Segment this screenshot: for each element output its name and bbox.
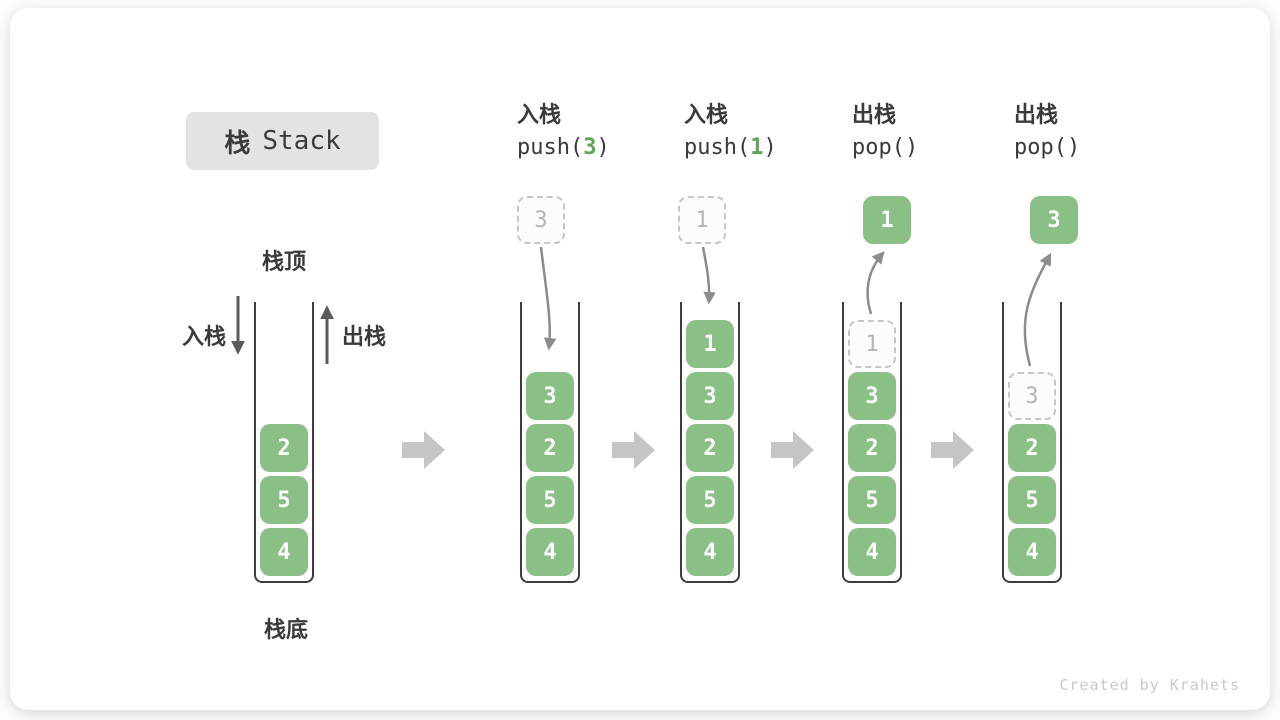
header-pop-3: 出栈 pop() [1014,104,1080,159]
stack-cell-ghost: 1 [848,320,896,368]
stack-cell: 5 [260,476,308,524]
stack-container-4 [842,302,902,583]
code-post: ) [904,135,919,160]
stack-cell: 5 [686,476,734,524]
op-label: 出栈 [852,102,897,127]
watermark: Created by Krahets [1059,676,1240,694]
diagram-title: 栈 Stack [186,112,379,170]
stack-cell: 4 [260,528,308,576]
stack-cell: 4 [526,528,574,576]
floating-popped-value: 3 [1030,196,1078,244]
stack-cell: 5 [1008,476,1056,524]
header-push-1: 入栈 push(1) [684,104,777,159]
code-pre: push( [517,135,584,160]
floating-push-value: 1 [678,196,726,244]
label-stack-bottom: 栈底 [263,617,308,642]
label-stack-top: 栈顶 [261,249,306,274]
floating-push-value: 3 [517,196,565,244]
code-pre: pop( [1014,135,1067,160]
stack-cell: 2 [1008,424,1056,472]
label-push-side: 入栈 [181,324,226,349]
stack-cell-ghost: 3 [1008,372,1056,420]
title-zh: 栈 [224,128,251,159]
header-pop-1: 出栈 pop() [852,104,918,159]
stack-cell: 4 [1008,528,1056,576]
stack-cell: 5 [526,476,574,524]
stack-cell: 3 [526,372,574,420]
stack-container-3 [680,302,740,583]
op-code: push(1) [684,137,777,159]
code-post: ) [763,135,777,160]
code-pre: push( [684,135,751,160]
stack-cell: 4 [848,528,896,576]
op-label: 出栈 [1014,102,1059,127]
label-pop-side: 出栈 [342,324,387,349]
stack-cell: 3 [848,372,896,420]
stack-cell: 2 [526,424,574,472]
floating-popped-value: 1 [863,196,911,244]
stack-cell: 2 [686,424,734,472]
stack-container-1 [254,302,314,583]
code-post: ) [1066,135,1081,160]
stack-cell: 5 [848,476,896,524]
code-arg: 3 [583,135,597,160]
stack-container-5 [1002,302,1062,583]
stack-cell: 1 [686,320,734,368]
op-code: push(3) [517,137,610,159]
op-label: 入栈 [684,102,729,127]
code-pre: pop( [852,135,905,160]
title-en: Stack [262,126,341,156]
stack-container-2 [520,302,580,583]
stack-cell: 4 [686,528,734,576]
header-push-3: 入栈 push(3) [517,104,610,159]
stack-cell: 3 [686,372,734,420]
code-post: ) [596,135,610,160]
op-code: pop() [852,137,918,159]
stack-cell: 2 [848,424,896,472]
stack-cell: 2 [260,424,308,472]
op-code: pop() [1014,137,1080,159]
op-label: 入栈 [517,102,562,127]
code-arg: 1 [750,135,764,160]
